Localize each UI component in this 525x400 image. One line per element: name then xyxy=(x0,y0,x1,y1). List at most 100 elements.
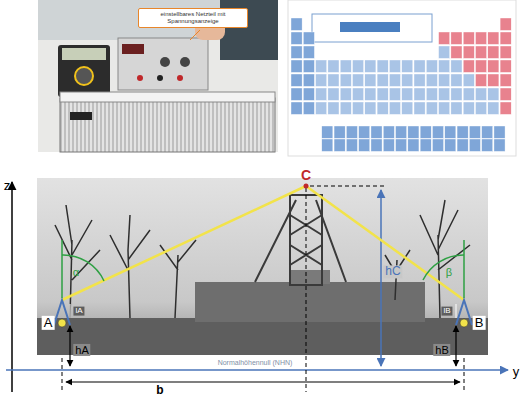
periodic-table xyxy=(500,46,511,58)
periodic-table xyxy=(288,0,516,156)
geometry xyxy=(66,381,460,382)
periodic-table xyxy=(500,18,511,30)
periodic-table xyxy=(476,88,487,100)
periodic-table xyxy=(414,60,425,72)
geometry xyxy=(69,326,70,366)
periodic-table xyxy=(340,60,351,72)
periodic-table xyxy=(426,74,437,86)
periodic-table xyxy=(488,102,499,114)
periodic-table xyxy=(463,74,474,86)
periodic-table xyxy=(414,102,425,114)
periodic-table xyxy=(500,102,511,114)
periodic-table xyxy=(457,126,468,138)
periodic-table xyxy=(426,60,437,72)
periodic-table xyxy=(451,102,462,114)
geometry xyxy=(306,188,307,392)
periodic-table xyxy=(291,74,302,86)
periodic-table xyxy=(334,126,345,138)
geometry xyxy=(6,369,508,371)
lab-photo xyxy=(157,75,163,81)
site-photo xyxy=(290,270,330,284)
periodic-table xyxy=(316,74,327,86)
periodic-table xyxy=(445,126,456,138)
site-photo xyxy=(110,215,150,318)
site-photo xyxy=(255,195,346,285)
periodic-table xyxy=(469,126,480,138)
site-photo xyxy=(37,318,488,355)
periodic-table xyxy=(303,102,314,114)
periodic-table xyxy=(288,0,516,156)
geometry xyxy=(62,255,104,281)
periodic-table xyxy=(291,102,302,114)
lab-photo xyxy=(60,98,275,152)
periodic-table xyxy=(476,74,487,86)
reference-label: Normalhöhennull (NHN) xyxy=(216,359,295,367)
periodic-table xyxy=(439,88,450,100)
periodic-table xyxy=(316,60,327,72)
periodic-table xyxy=(494,126,505,138)
lab-photo xyxy=(190,30,200,40)
periodic-table xyxy=(328,60,339,72)
periodic-table xyxy=(439,46,450,58)
periodic-table xyxy=(426,102,437,114)
point-label: B xyxy=(473,316,486,330)
periodic-table xyxy=(420,139,431,151)
periodic-table xyxy=(488,46,499,58)
periodic-table xyxy=(488,32,499,44)
geometry xyxy=(463,240,465,298)
callout-box: einstellbares Netzteil mit Spannungsanze… xyxy=(138,8,248,28)
periodic-table xyxy=(488,88,499,100)
geometry xyxy=(62,358,63,392)
height-label: hC xyxy=(383,265,402,278)
periodic-table xyxy=(353,102,364,114)
axis-label: y xyxy=(513,365,520,379)
periodic-table xyxy=(334,139,345,151)
geometry xyxy=(306,186,464,300)
geometry xyxy=(58,319,66,327)
periodic-table xyxy=(500,60,511,72)
periodic-table xyxy=(303,74,314,86)
angle-label: β xyxy=(446,266,452,278)
periodic-table xyxy=(463,88,474,100)
periodic-table xyxy=(439,102,450,114)
callout-text: einstellbares Netzteil mit Spannungsanze… xyxy=(142,11,244,25)
periodic-table xyxy=(316,88,327,100)
periodic-table xyxy=(432,126,443,138)
periodic-table xyxy=(389,88,400,100)
periodic-table xyxy=(463,46,474,58)
periodic-table xyxy=(365,74,376,86)
periodic-table xyxy=(365,102,376,114)
geometry xyxy=(456,304,457,318)
periodic-table xyxy=(488,60,499,72)
geometry xyxy=(460,319,468,327)
periodic-table xyxy=(303,32,314,44)
periodic-table xyxy=(389,74,400,86)
periodic-table xyxy=(303,60,314,72)
site-photo xyxy=(37,178,488,355)
periodic-table xyxy=(353,74,364,86)
periodic-table xyxy=(414,74,425,86)
site-photo xyxy=(255,200,346,282)
periodic-table xyxy=(402,60,413,72)
periodic-table xyxy=(291,88,302,100)
geometry xyxy=(6,182,508,392)
geometry xyxy=(304,184,309,189)
periodic-table xyxy=(377,88,388,100)
periodic-table xyxy=(291,60,302,72)
lab-photo xyxy=(118,38,208,90)
periodic-table xyxy=(439,74,450,86)
lab-photo xyxy=(58,45,110,97)
periodic-table xyxy=(322,126,333,138)
periodic-table xyxy=(316,102,327,114)
lab-photo xyxy=(160,57,170,67)
periodic-table xyxy=(488,74,499,86)
geometry xyxy=(61,240,63,298)
periodic-table xyxy=(500,32,511,44)
periodic-table xyxy=(500,88,511,100)
periodic-table xyxy=(451,60,462,72)
lab-photo xyxy=(137,75,143,81)
periodic-table xyxy=(365,60,376,72)
periodic-table xyxy=(303,88,314,100)
periodic-table xyxy=(328,102,339,114)
